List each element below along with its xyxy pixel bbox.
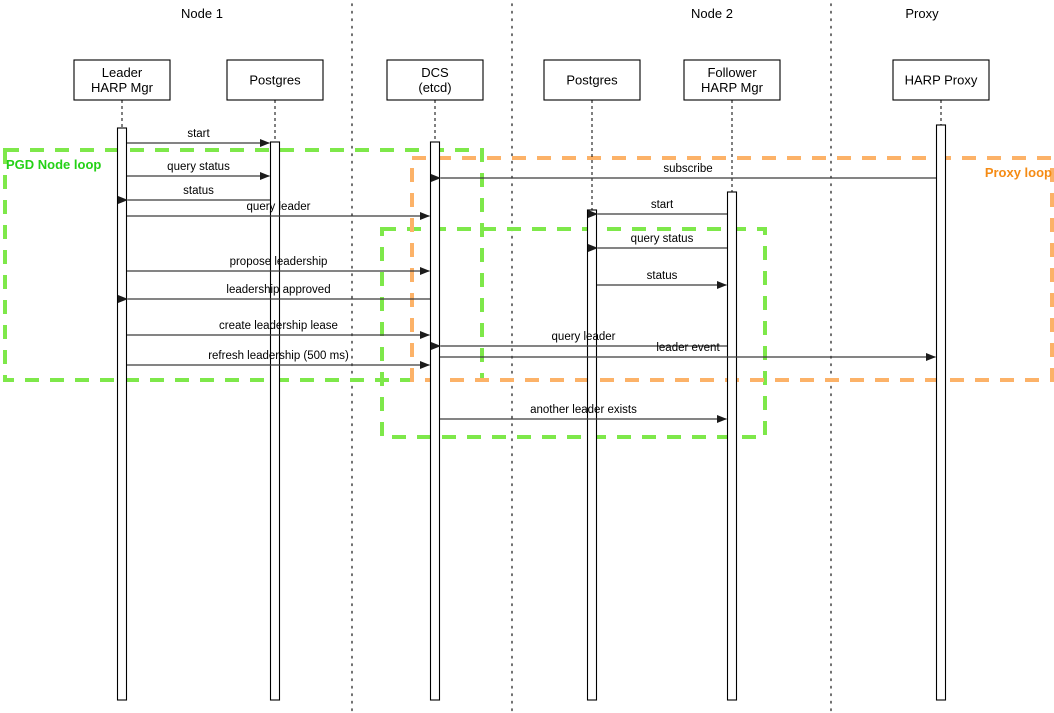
actor-label-leader-harp-mgr-line-1: HARP Mgr (91, 80, 154, 95)
loop-frame-pgd-node-loop-right (380, 227, 767, 439)
activation-follower-harp-mgr (726, 191, 738, 701)
message-label-start-follower-postgres: start (651, 199, 674, 211)
message-label-another-leader-exists: another leader exists (530, 404, 637, 416)
message-label-query-status-follower-postgres: query status (631, 233, 694, 245)
loop-label-proxy-loop: Proxy loop (985, 165, 1052, 180)
loop-label-pgd-node-loop-left: PGD Node loop (6, 157, 101, 172)
actor-label-dcs-etcd-line-0: DCS (421, 65, 449, 80)
actor-label-dcs-etcd-line-1: (etcd) (418, 80, 451, 95)
actor-box-node2-postgres[interactable] (543, 59, 641, 101)
actor-label-node2-postgres-line-0: Postgres (566, 73, 618, 88)
lane-label-proxy: Proxy (905, 6, 939, 21)
message-label-subscribe-proxy-dcs: subscribe (663, 163, 712, 175)
loop-frame-pgd-node-loop-left (3, 148, 484, 382)
message-label-leadership-approved: leadership approved (226, 284, 330, 296)
actor-label-harp-proxy-line-0: HARP Proxy (905, 73, 978, 88)
message-label-refresh-leadership: refresh leadership (500 ms) (208, 350, 349, 362)
lifelines (121, 100, 942, 210)
message-label-status-postgres-leader: status (183, 185, 214, 197)
actor-label-node1-postgres-line-0: Postgres (249, 73, 301, 88)
message-label-leader-event: leader event (656, 342, 720, 354)
actor-box-follower-harp-mgr[interactable] (683, 59, 781, 101)
actor-box-node1-postgres[interactable] (226, 59, 324, 101)
actor-label-follower-harp-mgr-line-0: Follower (707, 65, 757, 80)
activation-node1-postgres (269, 141, 281, 701)
activation-bars (116, 124, 947, 701)
message-label-query-status-leader-postgres: query status (167, 161, 230, 173)
lane-label-node1: Node 1 (181, 6, 223, 21)
actor-box-leader-harp-mgr[interactable] (73, 59, 171, 101)
actor-box-dcs-etcd[interactable] (386, 59, 484, 101)
actor-label-leader-harp-mgr-line-0: Leader (102, 65, 143, 80)
activation-node2-postgres (586, 209, 598, 701)
messages: start query status status subscribe query le… (118, 128, 936, 423)
message-label-create-leadership-lease: create leadership lease (219, 320, 338, 332)
lane-dividers (351, 3, 832, 713)
activation-leader-harp-mgr (116, 127, 128, 701)
message-label-propose-leadership: propose leadership (230, 256, 328, 268)
actor-box-harp-proxy[interactable] (892, 59, 990, 101)
activation-harp-proxy (935, 124, 947, 701)
message-label-query-leader-leader-dcs: query leader (247, 201, 311, 213)
lane-labels: Node 1 Node 2 Proxy (181, 6, 939, 21)
message-label-status-postgres-follower: status (647, 270, 678, 282)
message-label-start-leader-postgres: start (187, 128, 210, 140)
actor-label-follower-harp-mgr-line-1: HARP Mgr (701, 80, 764, 95)
message-label-query-leader-follower-dcs: query leader (552, 331, 616, 343)
lane-label-node2: Node 2 (691, 6, 733, 21)
activation-dcs-etcd (429, 141, 441, 701)
